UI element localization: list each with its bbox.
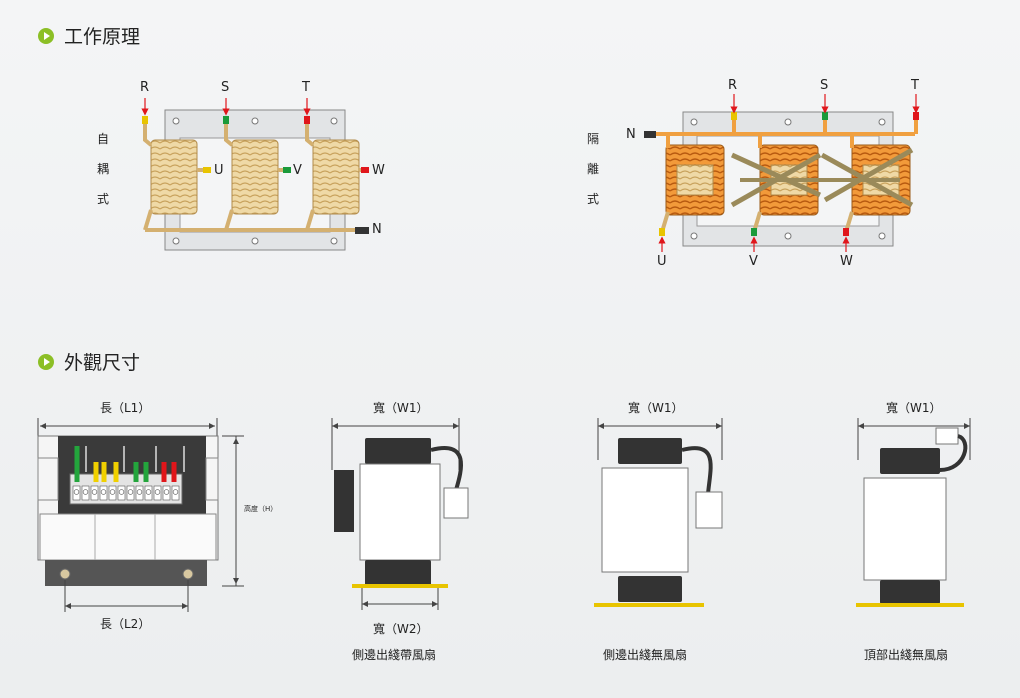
output-label-v: V bbox=[293, 163, 302, 178]
terminal-screw bbox=[163, 489, 170, 495]
output-label-u: U bbox=[657, 254, 667, 269]
side-view-with-fan-drawing bbox=[331, 418, 469, 610]
terminal-screw bbox=[82, 489, 89, 495]
phase-label-t: T bbox=[911, 78, 919, 93]
section-heading-dimensions: 外觀尺寸 bbox=[38, 348, 140, 375]
neutral-label: N bbox=[372, 222, 382, 237]
front-view-drawing bbox=[37, 418, 244, 612]
play-bullet-icon bbox=[38, 27, 54, 44]
terminal-screw bbox=[91, 489, 98, 495]
terminal-screw bbox=[127, 489, 134, 495]
phase-label-r: R bbox=[728, 78, 738, 93]
phase-label-s: S bbox=[820, 78, 829, 93]
top-exit-no-fan-drawing bbox=[856, 418, 971, 607]
terminal-screw bbox=[73, 489, 80, 495]
side-view-no-fan-drawing bbox=[594, 418, 723, 607]
view-caption: 頂部出綫無風扇 bbox=[864, 648, 949, 662]
terminal-screw bbox=[118, 489, 125, 495]
terminal-screw bbox=[100, 489, 107, 495]
view-caption: 側邊出綫帶風扇 bbox=[352, 648, 437, 662]
terminal-screw bbox=[145, 489, 152, 495]
section-title: 外觀尺寸 bbox=[64, 352, 141, 374]
isolation-transformer-diagram bbox=[644, 94, 920, 252]
dimension-label-l1: 長（L1） bbox=[100, 401, 151, 415]
phase-label-r: R bbox=[140, 80, 150, 95]
dimension-label-w2: 寬（W2） bbox=[373, 622, 429, 636]
dimension-label-w1: 寬（W1） bbox=[628, 401, 684, 415]
dimension-label-w1: 寬（W1） bbox=[373, 401, 429, 415]
type-label-isolated: 隔離式 bbox=[586, 132, 599, 206]
phase-label-t: T bbox=[302, 80, 310, 95]
output-label-w: W bbox=[840, 254, 853, 269]
output-label-w: W bbox=[372, 163, 385, 178]
section-title: 工作原理 bbox=[64, 26, 141, 48]
view-caption: 側邊出綫無風扇 bbox=[603, 648, 688, 662]
dimension-label-l2: 長（L2） bbox=[100, 617, 151, 631]
terminal-screw bbox=[172, 489, 179, 495]
dimension-label-height: 高度（H） bbox=[244, 505, 278, 513]
phase-label-s: S bbox=[221, 80, 230, 95]
terminal-screw bbox=[109, 489, 116, 495]
type-label-auto: 自耦式 bbox=[96, 132, 109, 206]
neutral-label: N bbox=[626, 127, 636, 142]
play-bullet-icon bbox=[38, 353, 54, 370]
section-heading-principle: 工作原理 bbox=[38, 22, 140, 49]
terminal-screw bbox=[136, 489, 143, 495]
autotransformer-diagram bbox=[141, 98, 369, 251]
terminal-screw bbox=[154, 489, 161, 495]
dimension-label-w1: 寬（W1） bbox=[886, 401, 942, 415]
output-label-v: V bbox=[749, 254, 758, 269]
output-label-u: U bbox=[214, 163, 224, 178]
